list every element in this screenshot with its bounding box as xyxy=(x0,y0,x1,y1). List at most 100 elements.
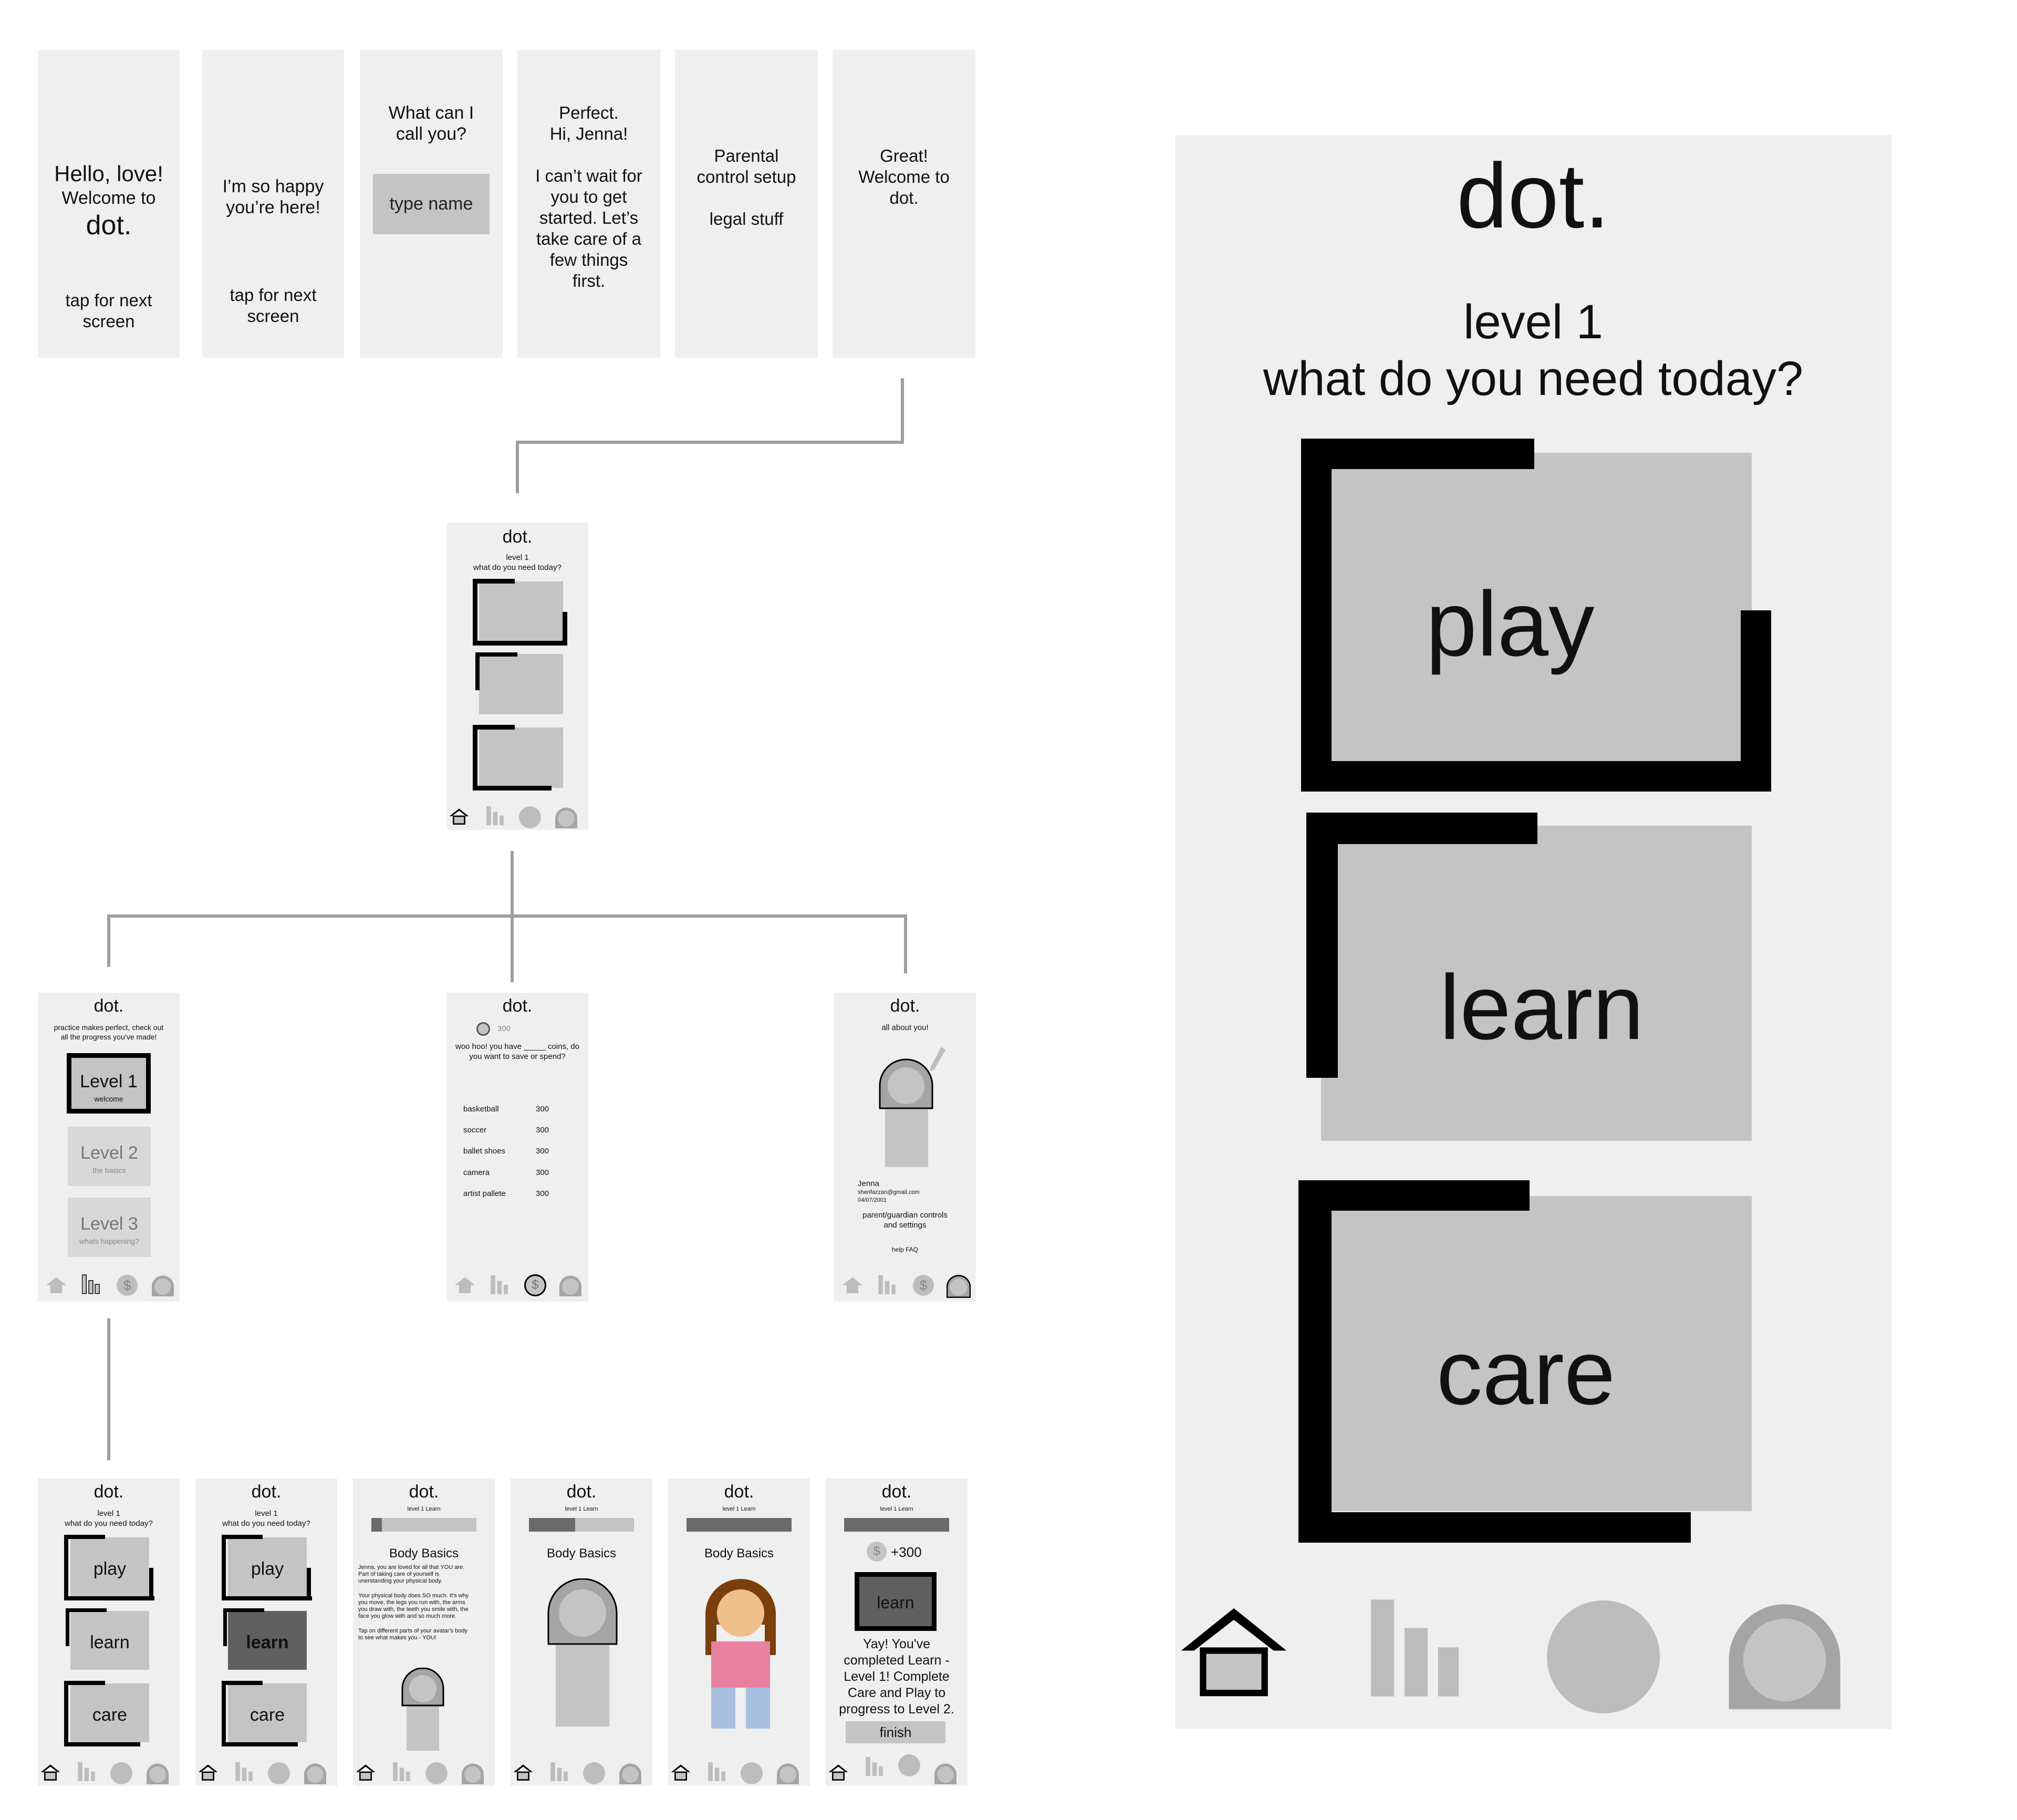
progress-icon[interactable] xyxy=(393,1762,411,1781)
help-link[interactable]: help FAQ xyxy=(891,1246,919,1253)
avatar-icon[interactable] xyxy=(619,1763,642,1785)
edit-pencil-icon[interactable] xyxy=(930,1047,945,1073)
progress-icon[interactable] xyxy=(82,1274,100,1294)
avatar-icon[interactable] xyxy=(1725,1600,1844,1712)
tap-hint: tap for next xyxy=(230,285,317,305)
home-icon[interactable] xyxy=(670,1764,691,1781)
avatar-figure[interactable] xyxy=(547,1578,618,1728)
shop-item-name[interactable]: basketball xyxy=(463,1105,499,1114)
coin-icon[interactable] xyxy=(110,1762,132,1784)
progress-icon[interactable] xyxy=(78,1762,96,1781)
level-3-card[interactable]: Level 3 whats happening? xyxy=(68,1198,151,1257)
avatar-icon[interactable] xyxy=(559,1275,582,1297)
avatar-icon[interactable] xyxy=(934,1763,957,1785)
home-icon[interactable] xyxy=(828,1764,849,1781)
avatar-figure[interactable] xyxy=(879,1058,937,1169)
learn-option[interactable]: learn xyxy=(1321,826,1752,1141)
play-option[interactable]: play xyxy=(70,1537,149,1596)
home-icon[interactable] xyxy=(1176,1602,1292,1699)
progress-icon[interactable] xyxy=(486,806,504,825)
home-icon[interactable] xyxy=(355,1764,376,1781)
coin-icon[interactable] xyxy=(741,1762,763,1784)
play-option[interactable]: play xyxy=(1332,453,1752,763)
coin-icon[interactable] xyxy=(1547,1600,1660,1713)
home-icon[interactable] xyxy=(449,808,470,825)
avatar-icon[interactable] xyxy=(555,807,578,829)
avatar-icon[interactable] xyxy=(776,1763,799,1785)
level-label: level 1 xyxy=(255,1509,278,1518)
coin-icon[interactable]: $ xyxy=(117,1275,138,1296)
home-icon[interactable] xyxy=(454,1276,475,1293)
avatar-figure[interactable] xyxy=(401,1668,444,1752)
progress-icon[interactable] xyxy=(866,1757,883,1776)
home-icon[interactable] xyxy=(46,1276,67,1293)
progress-icon[interactable] xyxy=(878,1275,896,1294)
great-text: dot. xyxy=(889,188,919,207)
bracket xyxy=(222,1681,226,1746)
learn-option[interactable] xyxy=(479,654,563,714)
shop-item-price: 300 xyxy=(536,1147,549,1156)
bracket xyxy=(1306,813,1338,1078)
progress-icon[interactable] xyxy=(550,1762,568,1781)
home-icon[interactable] xyxy=(197,1764,219,1781)
girl-avatar[interactable] xyxy=(704,1577,777,1730)
care-option[interactable] xyxy=(479,727,563,788)
bracket xyxy=(223,1608,264,1612)
shop-item-name[interactable]: artist pallete xyxy=(463,1189,506,1198)
profile-email: sherifazzan@gmail.com xyxy=(858,1189,920,1195)
brand-text: dot. xyxy=(86,210,132,241)
shop-item-price: 300 xyxy=(536,1189,549,1198)
shop-item-name[interactable]: camera xyxy=(463,1168,490,1177)
onboarding-screen-perfect[interactable]: Perfect. Hi, Jenna! I can’t wait for you… xyxy=(517,50,660,358)
home-icon[interactable] xyxy=(40,1764,61,1781)
finish-button[interactable]: finish xyxy=(846,1721,945,1743)
shop-item-name[interactable]: soccer xyxy=(463,1126,487,1135)
level-1-card[interactable]: Level 1 welcome xyxy=(67,1053,151,1114)
learn-screen-colored-avatar: dot. level 1 Learn Body Basics xyxy=(668,1479,810,1786)
bracket xyxy=(222,1535,263,1539)
progress-icon[interactable] xyxy=(491,1275,508,1294)
progress-icon[interactable] xyxy=(708,1762,726,1781)
onboarding-screen-parental[interactable]: Parental control setup legal stuff xyxy=(675,50,818,358)
coin-icon[interactable]: $ xyxy=(913,1275,934,1296)
bracket xyxy=(563,612,567,646)
avatar-icon[interactable] xyxy=(947,1275,971,1298)
home-icon[interactable] xyxy=(842,1276,863,1293)
learn-option-selected[interactable]: learn xyxy=(228,1611,307,1670)
avatar-icon[interactable] xyxy=(304,1763,327,1785)
play-option[interactable]: play xyxy=(228,1537,307,1596)
avatar-icon[interactable] xyxy=(461,1763,484,1785)
coin-icon[interactable] xyxy=(425,1762,448,1784)
flow-connector xyxy=(516,441,904,444)
coin-icon[interactable] xyxy=(583,1762,605,1784)
tap-hint: screen xyxy=(82,311,135,331)
brand-title: dot. xyxy=(724,1482,754,1502)
learn-option[interactable]: learn xyxy=(70,1611,149,1670)
care-option[interactable]: care xyxy=(70,1683,149,1742)
progress-icon[interactable] xyxy=(235,1762,253,1781)
care-option[interactable]: care xyxy=(228,1683,307,1742)
perfect-text: Perfect. xyxy=(559,103,619,122)
shop-item-name[interactable]: ballet shoes xyxy=(463,1147,506,1156)
coin-icon[interactable] xyxy=(519,806,541,828)
learn-header: level 1 Learn xyxy=(407,1506,441,1512)
name-input[interactable]: type name xyxy=(373,174,490,234)
coin-icon[interactable]: $ xyxy=(524,1274,546,1296)
home-icon[interactable] xyxy=(513,1764,534,1781)
avatar-icon[interactable] xyxy=(146,1763,169,1785)
avatar-icon[interactable] xyxy=(151,1275,174,1297)
play-option[interactable] xyxy=(479,581,563,642)
learn-done-button[interactable]: learn xyxy=(855,1572,937,1631)
parent-controls-link[interactable]: and settings xyxy=(883,1221,927,1230)
onboarding-screen-great[interactable]: Great! Welcome to dot. xyxy=(833,50,975,358)
care-option[interactable]: care xyxy=(1332,1196,1752,1511)
bracket xyxy=(64,1681,68,1746)
level-2-card[interactable]: Level 2 the basics xyxy=(68,1127,151,1186)
shop-item-price: 300 xyxy=(536,1105,549,1114)
coin-icon[interactable] xyxy=(898,1754,920,1776)
coin-icon[interactable] xyxy=(268,1762,290,1784)
progress-icon[interactable] xyxy=(1371,1599,1461,1697)
onboarding-screen-welcome[interactable]: Hello, love! Welcome to dot. tap for nex… xyxy=(38,50,180,358)
onboarding-screen-happy[interactable]: I’m so happy you’re here! tap for next s… xyxy=(202,50,344,358)
parent-controls-link[interactable]: parent/guardian controls xyxy=(862,1211,948,1220)
